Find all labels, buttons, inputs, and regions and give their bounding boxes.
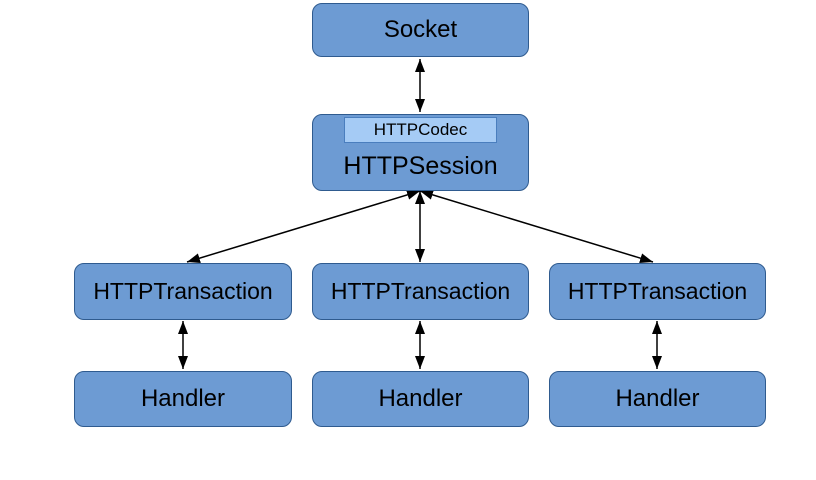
node-httptransaction-2: HTTPTransaction [312, 263, 529, 320]
node-handler-1-label: Handler [140, 385, 226, 412]
node-handler-1: Handler [74, 371, 292, 427]
node-httpcodec: HTTPCodec [344, 117, 497, 143]
node-httpsession: HTTPCodec HTTPSession [312, 114, 529, 191]
node-handler-2-label: Handler [378, 385, 463, 412]
node-httptransaction-3: HTTPTransaction [549, 263, 766, 320]
node-socket: Socket [312, 3, 529, 57]
node-httptransaction-1: HTTPTransaction [74, 263, 292, 320]
edge-session-transaction3 [419, 190, 654, 263]
node-handler-2: Handler [312, 371, 529, 427]
node-httptransaction-2-label: HTTPTransaction [330, 278, 511, 304]
node-handler-3-label: Handler [615, 385, 700, 412]
node-socket-label: Socket [383, 16, 458, 43]
edge-session-transaction1 [186, 190, 421, 263]
node-handler-3: Handler [549, 371, 766, 427]
node-httptransaction-3-label: HTTPTransaction [567, 278, 748, 304]
node-httpcodec-label: HTTPCodec [373, 120, 468, 139]
node-httptransaction-1-label: HTTPTransaction [93, 278, 273, 304]
node-httpsession-label: HTTPSession [343, 152, 498, 180]
